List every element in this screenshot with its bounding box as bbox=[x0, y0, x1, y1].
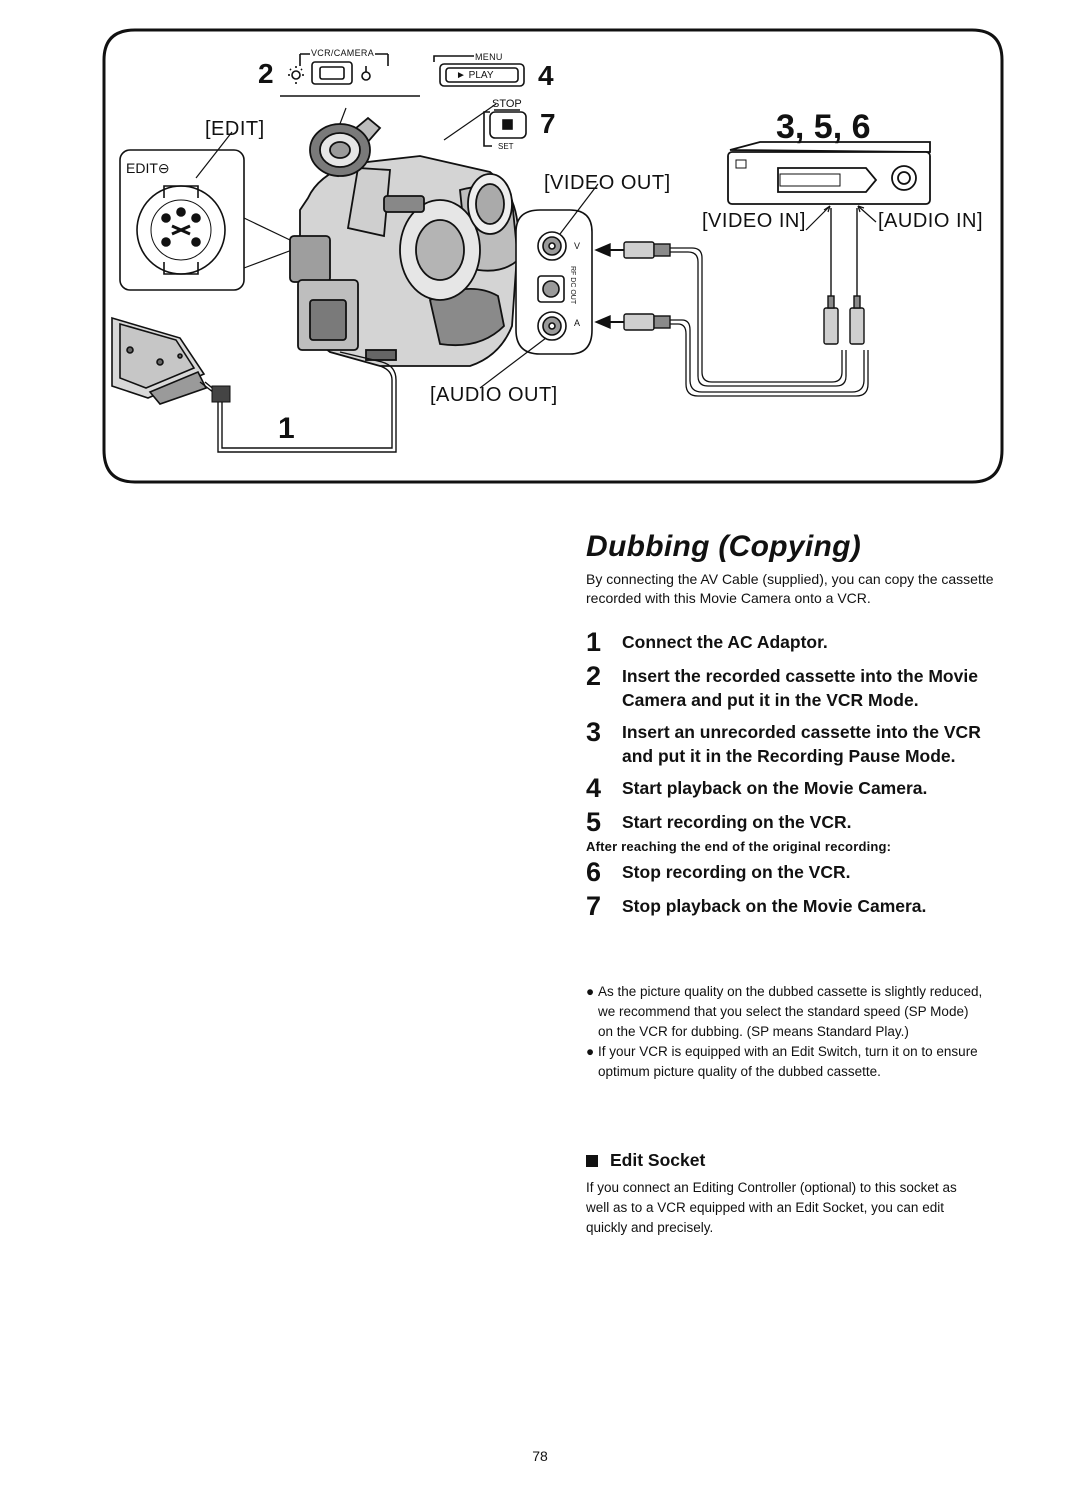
step-7: 7 Stop playback on the Movie Camera. bbox=[586, 892, 1006, 920]
callout-3-5-6: 3, 5, 6 bbox=[776, 108, 871, 146]
step-4: 4 Start playback on the Movie Camera. bbox=[586, 774, 1006, 802]
edit-socket-body: If you connect an Editing Controller (op… bbox=[586, 1180, 957, 1235]
dc-cable bbox=[199, 351, 397, 453]
step-3: 3 Insert an unrecorded cassette into the… bbox=[586, 718, 1006, 768]
stop-button-drawing bbox=[483, 109, 527, 147]
stop-label: STOP bbox=[492, 98, 522, 110]
step-5: 5 Start recording on the VCR. bbox=[586, 808, 1006, 836]
edit-socket-heading: Edit Socket bbox=[586, 1150, 1006, 1171]
vcr-camera-label: VCR/CAMERA bbox=[310, 48, 376, 58]
steps-list: 1 Connect the AC Adaptor. 2 Insert the r… bbox=[586, 628, 1006, 920]
step-text: Insert an unrecorded cassette into the V… bbox=[622, 722, 981, 766]
play-label: ► PLAY bbox=[456, 70, 494, 81]
illustration-frame bbox=[102, 28, 1004, 484]
av-jack-panel bbox=[515, 209, 593, 355]
note-item: ● If your VCR is equipped with an Edit S… bbox=[586, 1042, 986, 1082]
step-text: Stop recording on the VCR. bbox=[622, 862, 851, 882]
section-title: Dubbing (Copying) bbox=[586, 530, 862, 563]
av-cable bbox=[670, 247, 869, 397]
edit-socket-heading-text: Edit Socket bbox=[610, 1150, 706, 1170]
callout-7: 7 bbox=[540, 108, 556, 139]
step-text: Stop playback on the Movie Camera. bbox=[622, 896, 927, 916]
step-number: 2 bbox=[586, 661, 602, 691]
rf-dc-out-label: RF DC OUT bbox=[569, 266, 576, 305]
step-text: Start recording on the VCR. bbox=[622, 812, 852, 832]
step-number: 4 bbox=[586, 773, 602, 803]
step-text: Connect the AC Adaptor. bbox=[622, 632, 828, 652]
step-1: 1 Connect the AC Adaptor. bbox=[586, 628, 1006, 656]
after-recording-note: After reaching the end of the original r… bbox=[586, 839, 892, 854]
callout-4: 4 bbox=[538, 60, 554, 91]
bullet-dot-icon: ● bbox=[586, 1044, 595, 1059]
step-text: Insert the recorded cassette into the Mo… bbox=[622, 666, 978, 710]
step-6: 6 Stop recording on the VCR. bbox=[586, 858, 1006, 886]
video-in-label: [VIDEO IN] bbox=[702, 210, 806, 232]
step-number: 7 bbox=[586, 891, 602, 921]
edit-socket-label: EDIT⊖ bbox=[126, 160, 170, 176]
vcr-camera-switch bbox=[280, 53, 420, 97]
jack-a-label: A bbox=[574, 318, 581, 328]
notes-list: ● As the picture quality on the dubbed c… bbox=[586, 982, 986, 1082]
note-text: If your VCR is equipped with an Edit Swi… bbox=[598, 1044, 978, 1079]
note-text: As the picture quality on the dubbed cas… bbox=[598, 984, 983, 1039]
note-item: ● As the picture quality on the dubbed c… bbox=[586, 982, 986, 1042]
vcr-rca-plugs bbox=[823, 208, 865, 345]
edit-label: [EDIT] bbox=[205, 118, 265, 140]
jack-v-label: V bbox=[574, 241, 581, 251]
step-2: 2 Insert the recorded cassette into the … bbox=[586, 662, 1006, 712]
square-bullet-icon bbox=[586, 1154, 598, 1167]
callout-1: 1 bbox=[278, 412, 295, 445]
callout-2: 2 bbox=[258, 58, 274, 89]
step-number: 5 bbox=[586, 807, 602, 837]
camcorder-drawing bbox=[289, 116, 519, 367]
av-plugs bbox=[594, 241, 671, 331]
vcr-input-arrows bbox=[805, 205, 877, 231]
video-out-label: [VIDEO OUT] bbox=[544, 172, 671, 194]
set-label: SET bbox=[498, 142, 514, 151]
edit-socket-inset bbox=[119, 149, 245, 291]
page-number: 78 bbox=[532, 1448, 548, 1464]
ac-adaptor-drawing bbox=[111, 316, 208, 405]
intro-paragraph: By connecting the AV Cable (supplied), y… bbox=[586, 571, 994, 606]
audio-in-label: [AUDIO IN] bbox=[878, 210, 984, 232]
bullet-dot-icon: ● bbox=[586, 984, 595, 999]
dc-plug bbox=[211, 385, 231, 403]
step-text: Start playback on the Movie Camera. bbox=[622, 778, 928, 798]
step-number: 1 bbox=[586, 627, 602, 657]
illustration-artwork bbox=[102, 28, 1004, 484]
menu-label: MENU bbox=[474, 52, 504, 62]
step-number: 6 bbox=[586, 857, 602, 887]
audio-out-label: [AUDIO OUT] bbox=[430, 384, 558, 406]
step-number: 3 bbox=[586, 717, 602, 747]
vcr-drawing bbox=[727, 141, 931, 205]
